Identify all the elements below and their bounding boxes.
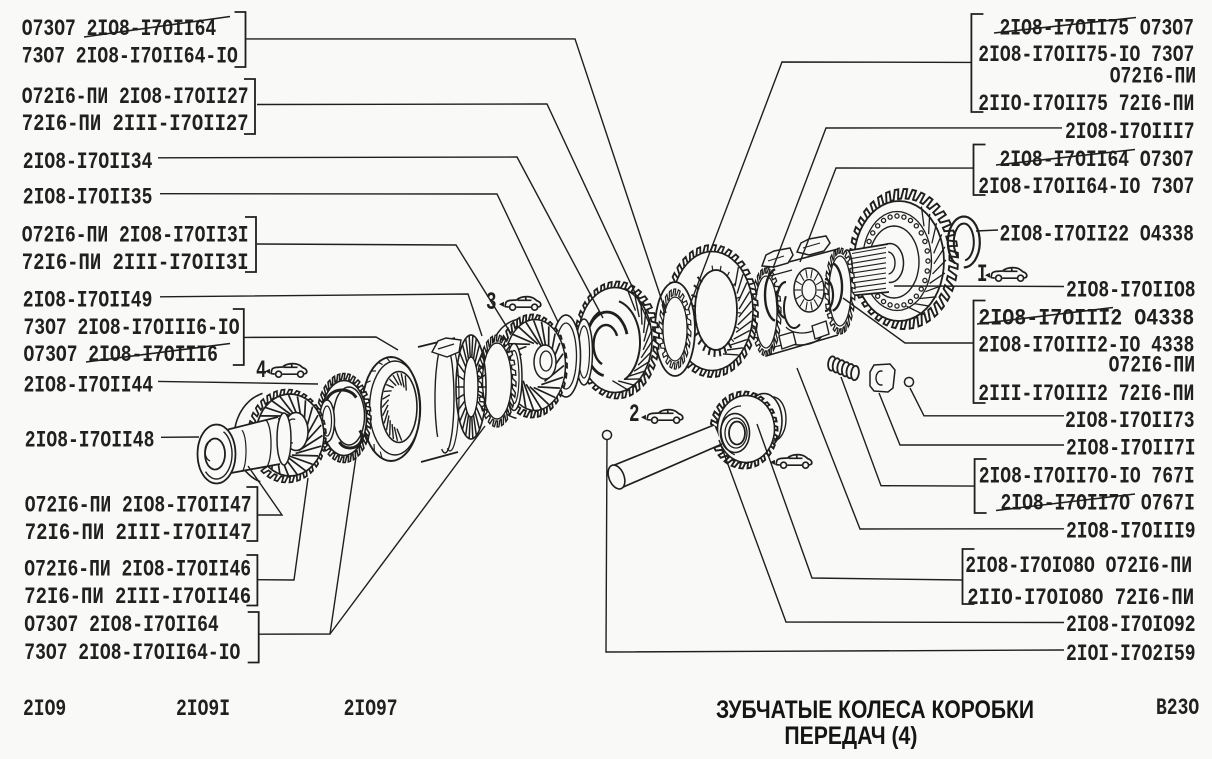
svg-text:2IO8-I7OII35: 2IO8-I7OII35	[23, 186, 153, 212]
svg-text:2IO97: 2IO97	[344, 697, 398, 723]
svg-text:2: 2	[629, 401, 640, 429]
svg-text:O72I6-ПИ: O72I6-ПИ	[1109, 354, 1195, 380]
svg-text:2III-I7OIII2 72I6-ПИ: 2III-I7OIII2 72I6-ПИ	[978, 382, 1194, 408]
svg-text:2IO9: 2IO9	[23, 697, 66, 723]
svg-text:2IOI-I7O2I59: 2IOI-I7O2I59	[1066, 642, 1196, 668]
svg-text:2IO8-I7OIII9: 2IO8-I7OIII9	[1066, 520, 1196, 546]
svg-text:O72I6-ПИ 2IO8-I7OII27: O72I6-ПИ 2IO8-I7OII27	[22, 85, 249, 111]
svg-text:4: 4	[256, 357, 267, 385]
svg-text:O72I6-ПИ: O72I6-ПИ	[1110, 65, 1196, 91]
svg-text:I: I	[977, 261, 988, 289]
svg-text:2IO8-I7OIO8O O72I6-ПИ: 2IO8-I7OIO8O O72I6-ПИ	[965, 554, 1192, 580]
svg-text:ПЕРЕДАЧ (4): ПЕРЕДАЧ (4)	[784, 722, 917, 750]
svg-text:2IO8-I7OII7O-IO 767I: 2IO8-I7OII7O-IO 767I	[979, 465, 1195, 491]
svg-text:2IO8-I7OII7O O767I: 2IO8-I7OII7O O767I	[1001, 492, 1195, 518]
svg-text:ЗУБЧАТЫЕ КОЛЕСА КОРОБКИ: ЗУБЧАТЫЕ КОЛЕСА КОРОБКИ	[716, 696, 1034, 724]
svg-text:2IO8-I7OII75-IO 73O7: 2IO8-I7OII75-IO 73O7	[978, 43, 1194, 69]
svg-text:O72I6-ПИ 2IO8-I7OII47: O72I6-ПИ 2IO8-I7OII47	[25, 494, 252, 520]
svg-text:2IO8-I7OII75 O73O7: 2IO8-I7OII75 O73O7	[1000, 17, 1194, 43]
svg-text:73O7 2IO8-I7OII64-IO: 73O7 2IO8-I7OII64-IO	[24, 641, 240, 667]
svg-text:73O7 2IO8-I7OII64-IO: 73O7 2IO8-I7OII64-IO	[22, 45, 238, 71]
svg-text:2IO8-I7OII64 O73O7: 2IO8-I7OII64 O73O7	[1000, 148, 1194, 174]
svg-text:O73O7 2IO8-I7OIII6: O73O7 2IO8-I7OIII6	[24, 343, 218, 369]
svg-text:2IO8-I7OII64-IO 73O7: 2IO8-I7OII64-IO 73O7	[978, 175, 1194, 201]
svg-text:2IO8-I7OII22 O4338: 2IO8-I7OII22 O4338	[1000, 222, 1194, 248]
svg-text:O73O7 2IO8-I7OII64: O73O7 2IO8-I7OII64	[22, 17, 216, 43]
svg-text:72I6-ПИ 2III-I7OII27: 72I6-ПИ 2III-I7OII27	[22, 112, 249, 138]
svg-text:2IO8-I7OIO92: 2IO8-I7OIO92	[1066, 613, 1196, 639]
svg-text:3: 3	[486, 289, 497, 317]
svg-text:O72I6-ПИ 2IO8-I7OII46: O72I6-ПИ 2IO8-I7OII46	[24, 558, 251, 584]
svg-text:2IO8-I7OII73: 2IO8-I7OII73	[1065, 409, 1195, 435]
svg-text:O73O7 2IO8-I7OII64: O73O7 2IO8-I7OII64	[24, 613, 218, 639]
svg-text:2IO8-I7OIII2-IO 4338: 2IO8-I7OIII2-IO 4338	[978, 334, 1194, 360]
svg-text:2IO8-I7OII49: 2IO8-I7OII49	[23, 289, 153, 315]
svg-text:72I6-ПИ 2III-I7OII46: 72I6-ПИ 2III-I7OII46	[24, 585, 251, 611]
svg-text:2IO8-I7OII7I: 2IO8-I7OII7I	[1066, 437, 1196, 463]
svg-text:В23O: В23O	[1156, 696, 1199, 722]
svg-text:O72I6-ПИ 2IO8-I7OII3I: O72I6-ПИ 2IO8-I7OII3I	[22, 224, 249, 250]
svg-text:2IO8-I7OII44: 2IO8-I7OII44	[24, 374, 154, 400]
svg-text:2IO8-I7OIII2 O4338: 2IO8-I7OIII2 O4338	[978, 307, 1194, 333]
svg-text:2IO8-I7OIII7: 2IO8-I7OIII7	[1065, 120, 1195, 146]
svg-text:2IO8-I7OII48: 2IO8-I7OII48	[25, 429, 155, 455]
svg-text:2IO8-I7OII34: 2IO8-I7OII34	[23, 150, 153, 176]
svg-text:72I6-ПИ 2III-I7OII3I: 72I6-ПИ 2III-I7OII3I	[22, 251, 249, 277]
svg-text:72I6-ПИ 2III-I7OII47: 72I6-ПИ 2III-I7OII47	[25, 521, 252, 547]
svg-text:2IO8-I7OIIO8: 2IO8-I7OIIO8	[1066, 279, 1196, 305]
svg-text:73O7 2IO8-I7OIII6-IO: 73O7 2IO8-I7OIII6-IO	[24, 316, 240, 342]
svg-text:2IIO-I7OIO8O 72I6-ПИ: 2IIO-I7OIO8O 72I6-ПИ	[967, 586, 1194, 612]
svg-text:2IO9I: 2IO9I	[176, 697, 230, 723]
svg-text:2IIO-I7OII75 72I6-ПИ: 2IIO-I7OII75 72I6-ПИ	[978, 92, 1194, 118]
